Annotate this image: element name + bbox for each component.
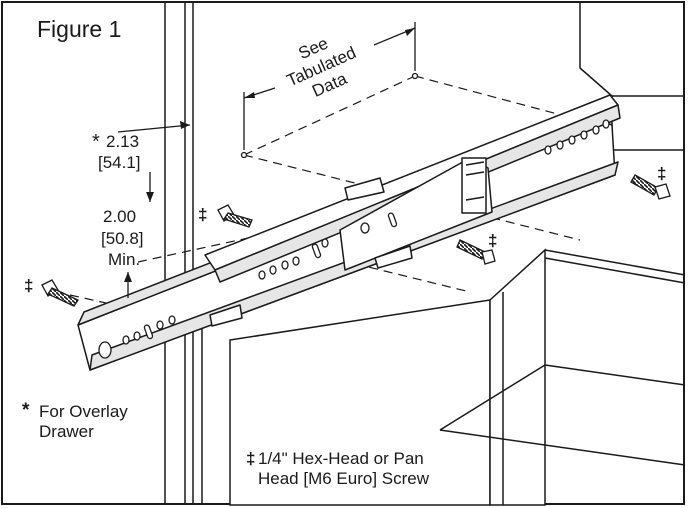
screw-front-upper xyxy=(217,204,253,228)
overlay-note-line1: For Overlay xyxy=(39,402,128,421)
cabinet-side-wall xyxy=(579,3,685,151)
min-dimension-value: 2.00 xyxy=(103,207,137,226)
overlay-note-line2: Drawer xyxy=(39,422,94,441)
screw-note-symbol: ‡ xyxy=(246,449,256,468)
tabulated-dimension-arrows xyxy=(244,28,415,98)
rail-mounting-holes xyxy=(98,119,610,359)
screw-note-line2: Head [M6 Euro] Screw xyxy=(258,469,430,488)
overlay-dimension-value: 2.13 xyxy=(106,132,140,151)
min-dimension-metric: [50.8] xyxy=(101,229,144,248)
drawer-slide-rail xyxy=(77,94,621,371)
screw-marker-rear-right: ‡ xyxy=(657,164,667,183)
screw-rear-right xyxy=(630,174,671,200)
figure-title: Figure 1 xyxy=(37,16,122,42)
screw-note-line1: 1/4" Hex-Head or Pan xyxy=(258,449,424,468)
cabinet-face-frame xyxy=(164,3,203,505)
screw-marker-front-upper: ‡ xyxy=(198,205,208,224)
overlay-dimension-symbol: * xyxy=(92,131,100,153)
screw-front-left xyxy=(41,279,79,307)
tabulated-data-label: See Tabulated Data xyxy=(284,34,359,101)
overlay-note-symbol: * xyxy=(22,400,30,421)
screw-marker-rear-middle: ‡ xyxy=(488,231,498,250)
drawer-box xyxy=(229,248,686,506)
vertical-dimension-arrows xyxy=(124,121,190,282)
overlay-dimension-metric: [54.1] xyxy=(98,153,141,172)
min-dimension-qualifier: Min. xyxy=(108,250,141,269)
mounting-points xyxy=(240,72,419,159)
screw-marker-front-left: ‡ xyxy=(24,276,34,295)
screw-rear-middle xyxy=(456,239,496,265)
